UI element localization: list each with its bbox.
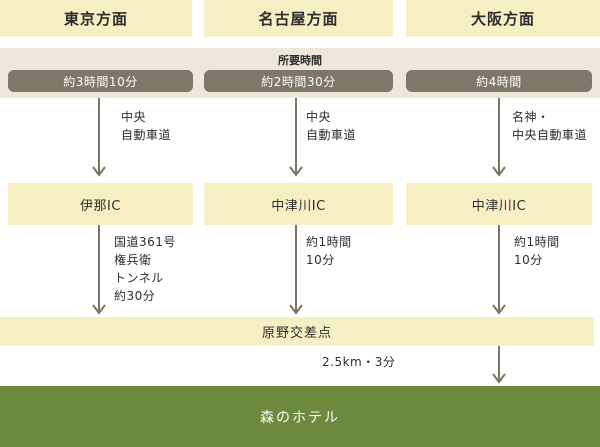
route-note-tokyo-upper: 中央 自動車道 (121, 110, 172, 142)
route-note-nagoya-upper: 中央 自動車道 (306, 110, 357, 142)
final-leg-distance: 2.5km・3分 (322, 355, 396, 369)
arrowhead-osaka-upper (492, 166, 506, 177)
destination-hotel: 森のホテル (0, 386, 600, 447)
arrowhead-nagoya-lower (289, 304, 303, 315)
arrowhead-tokyo-lower (92, 304, 106, 315)
travel-time-title: 所要時間 (278, 54, 322, 67)
arrowhead-final-leg (492, 373, 506, 384)
duration-nagoya: 約2時間30分 (204, 70, 393, 92)
route-note-osaka-upper: 名神・ 中央自動車道 (512, 110, 588, 142)
duration-osaka: 約4時間 (406, 70, 592, 92)
route-note-nagoya-lower: 約1時間 10分 (306, 235, 352, 267)
duration-tokyo: 約3時間10分 (8, 70, 193, 92)
route-note-tokyo-lower: 国道361号 権兵衛 トンネル 約30分 (114, 235, 176, 303)
interchange-ina: 伊那IC (8, 183, 193, 225)
arrowhead-osaka-lower (492, 304, 506, 315)
interchange-nakatsugawa-2: 中津川IC (406, 183, 592, 225)
origin-nagoya: 名古屋方面 (204, 0, 393, 37)
origin-tokyo: 東京方面 (0, 0, 192, 37)
arrowhead-tokyo-upper (92, 166, 106, 177)
origin-osaka: 大阪方面 (406, 0, 600, 37)
route-note-osaka-lower: 約1時間 10分 (514, 235, 560, 267)
arrowhead-nagoya-upper (289, 166, 303, 177)
interchange-nakatsugawa-1: 中津川IC (204, 183, 393, 225)
junction-harano: 原野交差点 (0, 317, 594, 346)
